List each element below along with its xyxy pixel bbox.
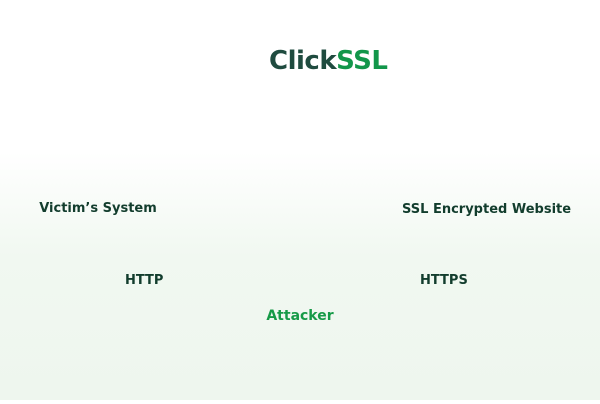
http-label: HTTP <box>125 273 164 288</box>
clickssl-logo: ClickSSL <box>226 42 388 82</box>
ssl-website-label: SSL Encrypted Website <box>402 202 572 217</box>
website-url-text: https:// <box>461 142 526 157</box>
logo-wordmark: ClickSSL <box>269 46 388 76</box>
https-label: HTTPS <box>420 273 468 288</box>
logo-click-text: Click <box>269 46 337 76</box>
attacker-label: Attacker <box>266 308 334 324</box>
victim-system-label: Victim’s System <box>39 201 157 216</box>
logo-ssl-text: SSL <box>336 46 388 76</box>
